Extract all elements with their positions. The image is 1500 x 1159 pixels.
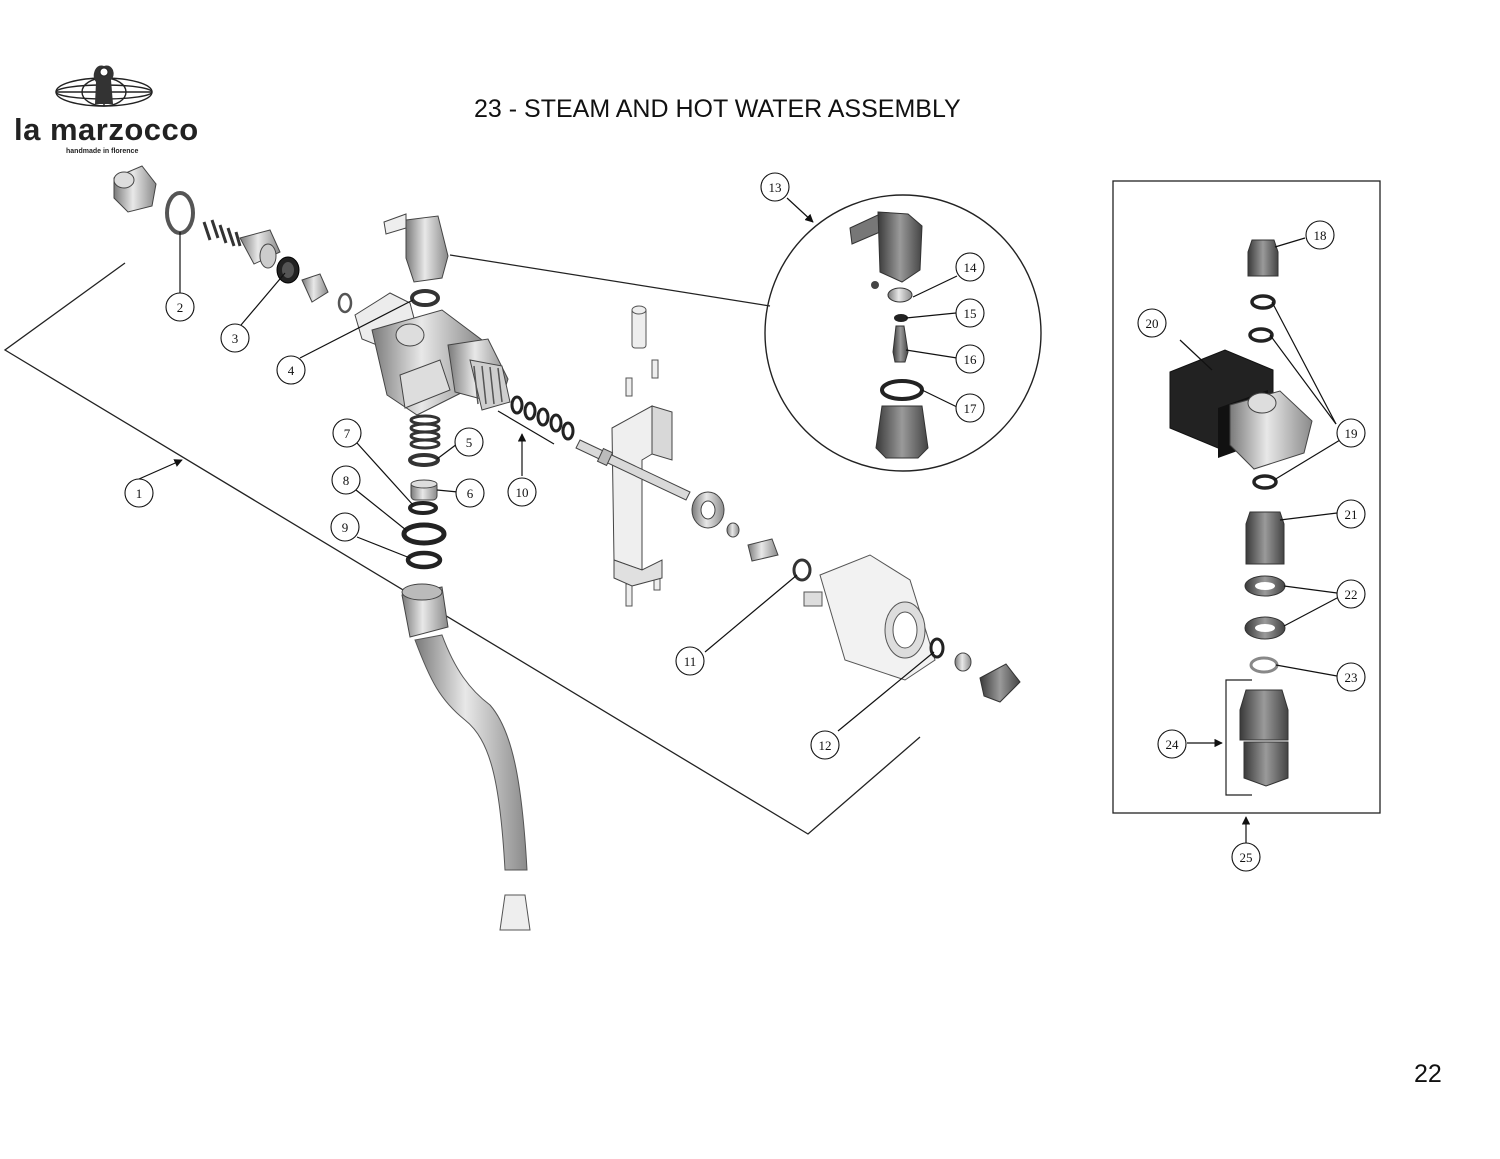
svg-text:2: 2 (177, 300, 184, 315)
part-steam-wand (401, 583, 531, 931)
part-24-adapter (1225, 679, 1289, 796)
page-number: 22 (1414, 1060, 1442, 1088)
callout-2: 2 (165, 292, 195, 322)
part-9-seal (405, 550, 443, 570)
svg-text:22: 22 (1345, 587, 1358, 602)
part-20-solenoid-valve (1169, 349, 1313, 470)
svg-text:18: 18 (1314, 228, 1327, 243)
part-23-washer (1249, 656, 1279, 674)
callout-25: 25 (1231, 842, 1261, 872)
part-spring (202, 219, 242, 247)
brand-name: la marzocco (14, 112, 199, 147)
part-11-washer (792, 558, 812, 582)
svg-text:5: 5 (466, 435, 473, 450)
callout-24: 24 (1157, 729, 1187, 759)
part-10-orings (510, 395, 575, 441)
callout-14: 14 (955, 252, 985, 282)
svg-text:20: 20 (1146, 316, 1159, 331)
part-22-nuts (1244, 575, 1286, 640)
part-spring-lower (409, 414, 441, 450)
part-piston (239, 229, 281, 269)
svg-text:3: 3 (232, 331, 239, 346)
callout-7: 7 (332, 418, 362, 448)
callout-6: 6 (455, 478, 485, 508)
svg-text:24: 24 (1166, 737, 1180, 752)
callout-15: 15 (955, 298, 985, 328)
part-knob-cap (383, 213, 449, 283)
part-nut (691, 491, 725, 529)
svg-text:23: 23 (1345, 670, 1358, 685)
part-mounting-bracket (611, 405, 673, 587)
svg-text:17: 17 (964, 401, 978, 416)
detail-circle-13 (449, 194, 1042, 472)
part-7-oring (408, 501, 438, 515)
callout-12: 12 (810, 730, 840, 760)
part-3-filter (276, 256, 300, 284)
svg-text:19: 19 (1345, 426, 1358, 441)
part-8-seal (401, 522, 447, 546)
part-spindle (575, 439, 691, 501)
part-12-washer (929, 637, 945, 659)
callout-9: 9 (330, 512, 360, 542)
part-2-washer (165, 191, 195, 235)
svg-text:9: 9 (342, 520, 349, 535)
part-pin (747, 538, 779, 562)
part-19-washers (1248, 294, 1278, 490)
callout-22: 22 (1336, 579, 1366, 609)
callout-20: 20 (1137, 308, 1167, 338)
kit-box-25 (1112, 180, 1381, 814)
svg-text:6: 6 (467, 486, 474, 501)
callout-5: 5 (454, 427, 484, 457)
brand-tagline: handmade in florence (66, 148, 139, 155)
lion-globe-logo-icon (55, 65, 153, 107)
part-valve-body (354, 292, 511, 416)
svg-text:10: 10 (516, 485, 529, 500)
part-knob-nut (954, 652, 972, 672)
svg-text:11: 11 (684, 654, 697, 669)
svg-text:12: 12 (819, 738, 832, 753)
part-small-nut (726, 522, 740, 538)
callout-1: 1 (124, 478, 154, 508)
svg-text:15: 15 (964, 306, 977, 321)
part-5-oring (408, 453, 440, 467)
svg-text:8: 8 (343, 473, 350, 488)
part-6-plug (410, 479, 438, 501)
svg-text:4: 4 (288, 363, 295, 378)
callout-19: 19 (1336, 418, 1366, 448)
part-oring-small (337, 292, 353, 314)
svg-text:25: 25 (1240, 850, 1253, 865)
part-knob-insert (979, 663, 1021, 703)
svg-text:1: 1 (136, 486, 143, 501)
callout-23: 23 (1336, 662, 1366, 692)
part-knob-housing (803, 554, 936, 681)
svg-text:7: 7 (344, 426, 351, 441)
svg-text:13: 13 (769, 180, 782, 195)
callout-21: 21 (1336, 499, 1366, 529)
callout-13: 13 (760, 172, 790, 202)
leader-lines (138, 197, 1341, 843)
callout-11: 11 (675, 646, 705, 676)
svg-text:16: 16 (964, 352, 978, 367)
callout-18: 18 (1305, 220, 1335, 250)
callout-17: 17 (955, 393, 985, 423)
part-fitting-top (113, 165, 157, 213)
callout-10: 10 (507, 477, 537, 507)
part-4-oring (410, 289, 440, 307)
callout-4: 4 (276, 355, 306, 385)
callout-8: 8 (331, 465, 361, 495)
page-title: 23 - STEAM AND HOT WATER ASSEMBLY (474, 95, 961, 123)
part-21-fitting (1245, 511, 1285, 565)
svg-text:14: 14 (964, 260, 978, 275)
svg-text:21: 21 (1345, 507, 1358, 522)
part-18-fitting (1247, 239, 1279, 277)
part-insert (301, 273, 329, 303)
callout-3: 3 (220, 323, 250, 353)
callout-16: 16 (955, 344, 985, 374)
